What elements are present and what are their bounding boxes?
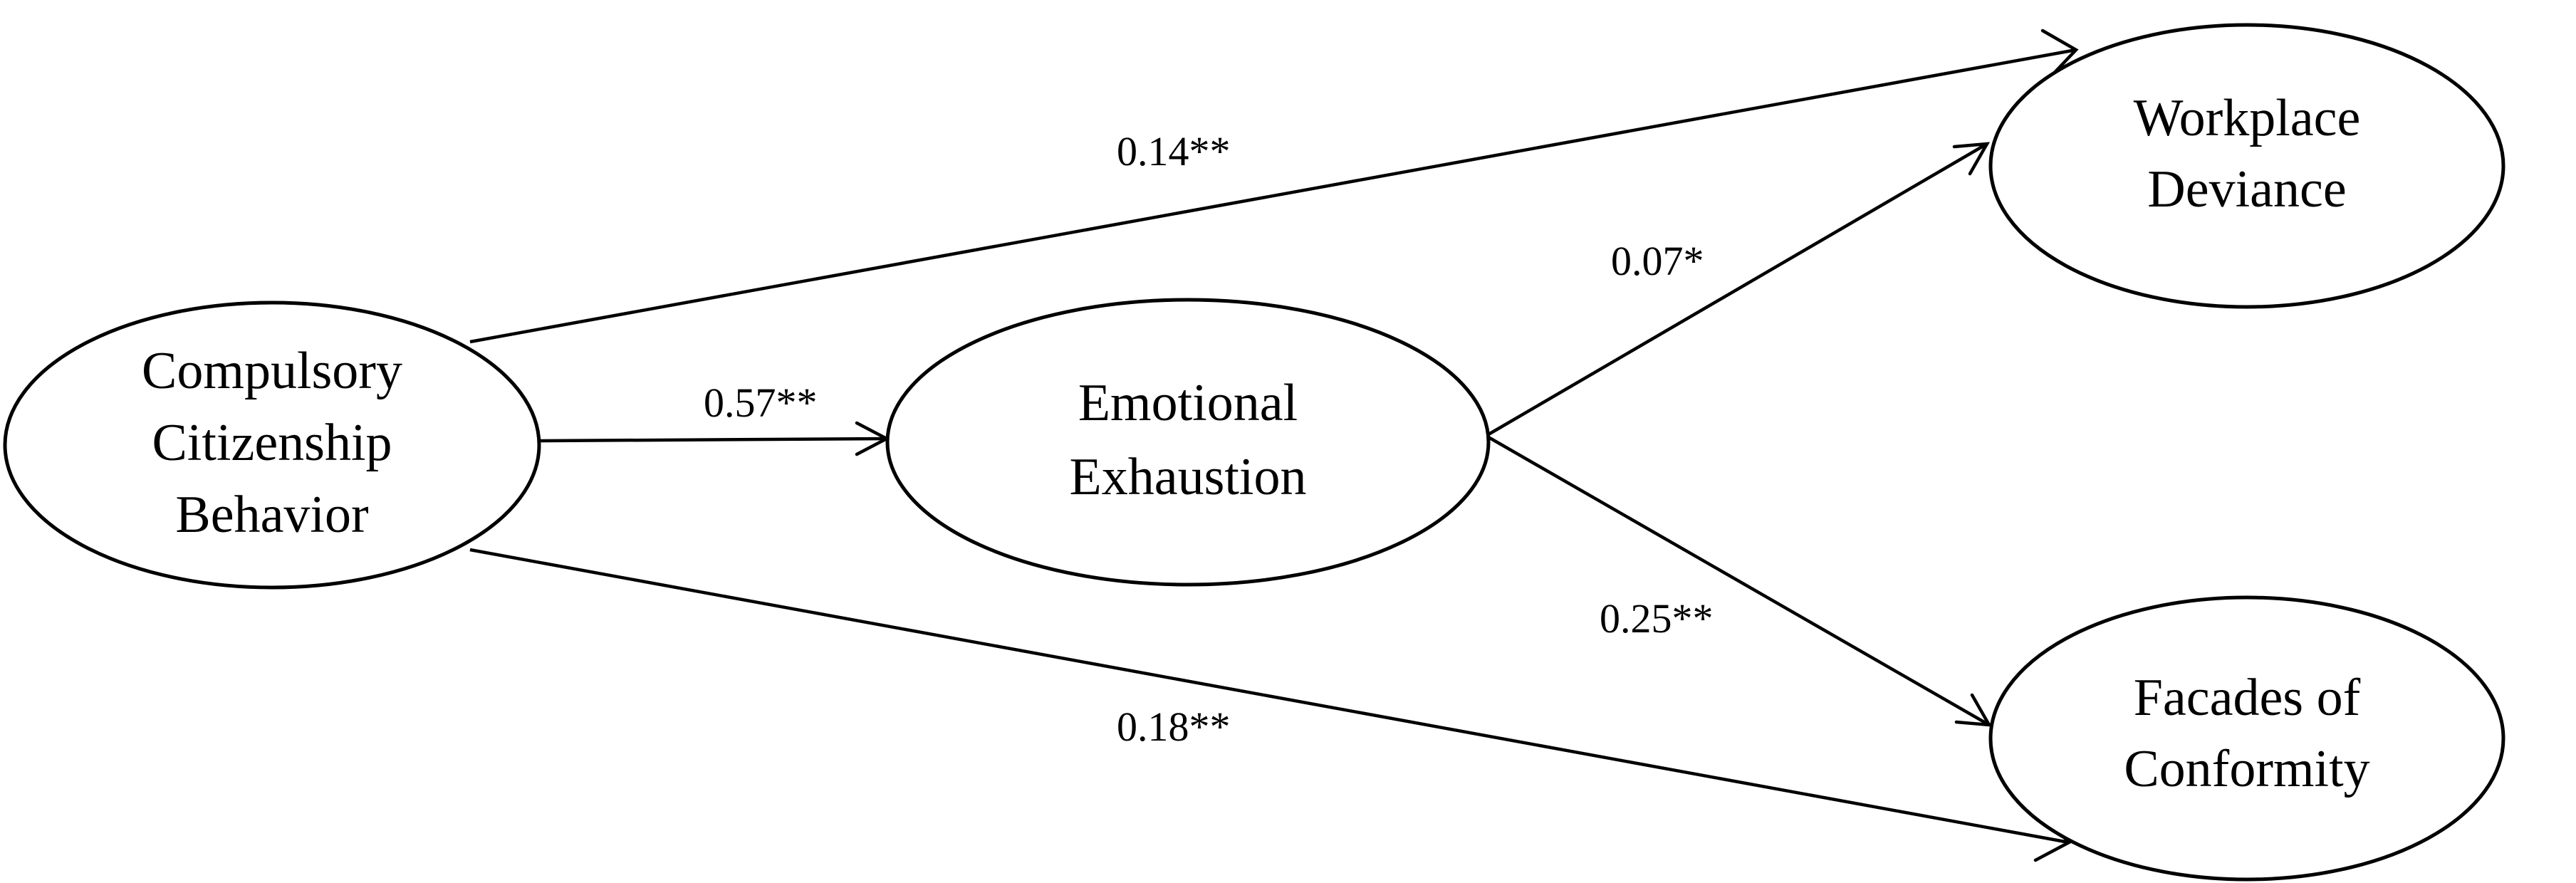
- path-coefficient-ccb-fc: 0.18**: [1117, 704, 1231, 750]
- edge-ee-wd: [1487, 142, 1991, 436]
- node-label-line: Workplace: [2134, 89, 2361, 147]
- node-label-line: Emotional: [1078, 374, 1298, 432]
- node-facades-of-conformity: Facades of Conformity: [1988, 595, 2505, 882]
- node-workplace-deviance: Workplace Deviance: [1988, 23, 2505, 309]
- path-coefficient-ccb-wd: 0.14**: [1117, 128, 1231, 174]
- path-coefficient-ccb-ee: 0.57**: [704, 380, 818, 426]
- node-label-line: Behavior: [175, 486, 368, 544]
- edge-line: [1487, 142, 1988, 436]
- edge-ee-fc: [1487, 436, 1993, 727]
- node-label-line: Exhaustion: [1070, 448, 1307, 506]
- node-ellipse: [1988, 595, 2505, 882]
- node-label-line: Deviance: [2147, 160, 2346, 219]
- arrowhead: [1952, 142, 1991, 176]
- node-ellipse: [1988, 23, 2505, 309]
- path-coefficient-ee-fc: 0.25**: [1600, 595, 1714, 642]
- edge-ccb-wd: [469, 28, 2079, 344]
- edge-ccb-ee: [538, 421, 890, 456]
- edge-ccb-fc: [469, 548, 2072, 862]
- node-label-line: Facades of: [2134, 669, 2361, 727]
- node-label-line: Compulsory: [142, 342, 402, 400]
- path-coefficient-ee-wd: 0.07*: [1611, 238, 1704, 284]
- node-compulsory-citizenship-behavior: Compulsory Citizenship Behavior: [3, 301, 541, 590]
- edge-line: [469, 548, 2070, 845]
- edge-line: [469, 48, 2077, 344]
- edge-line: [538, 437, 887, 443]
- node-label-line: Conformity: [2124, 740, 2369, 798]
- node-ellipse: [3, 301, 541, 590]
- node-ellipse: [885, 298, 1491, 587]
- edge-line: [1487, 436, 1991, 726]
- node-emotional-exhaustion: Emotional Exhaustion: [885, 298, 1491, 587]
- arrowhead: [1954, 693, 1993, 727]
- node-label-line: Citizenship: [152, 414, 392, 472]
